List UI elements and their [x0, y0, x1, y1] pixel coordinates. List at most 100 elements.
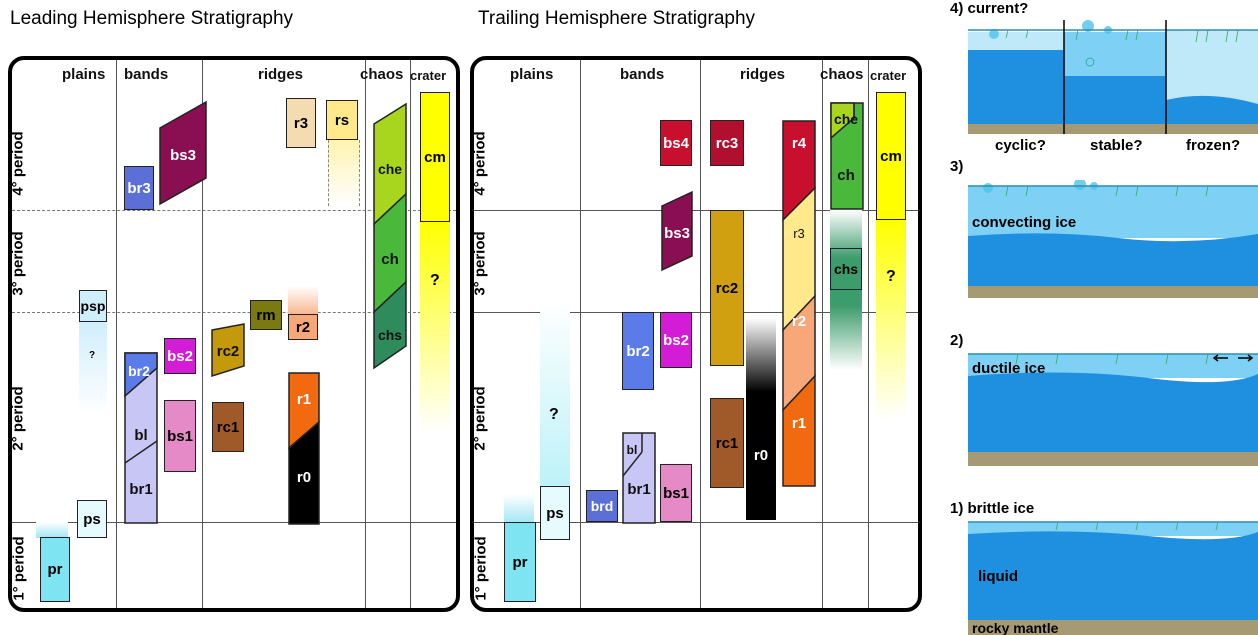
unit-r3: r3 [286, 98, 316, 148]
unit-r0-label: r0 [297, 469, 311, 486]
fade-gradient [79, 322, 107, 414]
unit-psp: psp [79, 290, 107, 322]
period-3: 3° period [9, 231, 27, 296]
col-ridges: ridges [258, 66, 304, 83]
col-bands: bands [124, 66, 169, 83]
unit-bs2: bs2 [660, 312, 692, 368]
scenario-2-label: ductile ice [972, 360, 1046, 377]
unit-r3-label: r3 [793, 226, 805, 241]
col-bands: bands [620, 66, 665, 83]
unit-bl-br: br2 bl br1 [124, 352, 158, 524]
unit-ch-label: ch [381, 251, 399, 268]
period-2: 2° period [471, 386, 489, 451]
unit-bs3-label: bs3 [170, 147, 196, 164]
unit-bs2: bs2 [164, 338, 196, 374]
unit-rc2: rc2 [211, 323, 245, 378]
unit-rc3: rc3 [710, 120, 744, 166]
unit-cm: cm [876, 92, 906, 220]
unit-rc2-label: rc2 [217, 343, 240, 360]
unit-chs-label: chs [378, 327, 402, 343]
col-chaos: chaos [360, 66, 404, 83]
uncertainty-mark: ? [89, 350, 96, 361]
scenario-3-diagram: convecting ice [968, 180, 1258, 298]
leading-title: Leading Hemisphere Stratigraphy [10, 8, 294, 29]
period-2: 2° period [9, 386, 27, 451]
unit-che-ch: che ch [830, 102, 864, 210]
unit-pr: pr [504, 522, 536, 602]
unit-bl-br1: bl br1 [622, 432, 656, 524]
unit-pr: pr [40, 537, 70, 602]
divider [700, 60, 701, 608]
fade-gradient [420, 222, 450, 432]
unit-r1-label: r1 [792, 415, 806, 432]
col-crater: crater [410, 68, 447, 83]
unit-br1-label: br1 [129, 481, 152, 498]
fade-gradient [876, 220, 906, 420]
unit-che-label: che [378, 161, 402, 177]
scenario-4-cyclic: cyclic? [995, 137, 1046, 154]
unit-r-series: r4 r3 r2 r1 [782, 120, 816, 487]
scenario-2-heading: 2) [950, 332, 964, 349]
unit-rc1: rc1 [212, 402, 244, 452]
unit-ch-label: ch [837, 167, 855, 184]
fade-gradient [540, 300, 570, 486]
period-3: 3° period [471, 231, 489, 296]
unit-r1-r0: r1 r0 [288, 372, 320, 525]
fade-gradient [830, 210, 862, 370]
fade-gradient [36, 522, 68, 538]
scenario-3-label: convecting ice [972, 214, 1077, 231]
unit-chaos: che ch chs [373, 102, 407, 370]
period-boundary [474, 210, 918, 211]
trailing-panel: plains bands ridges chaos crater 4° peri… [470, 56, 922, 612]
fade-gradient [328, 140, 360, 206]
unit-ps: ps [540, 486, 570, 540]
fade-gradient [288, 286, 318, 314]
col-chaos: chaos [820, 66, 864, 83]
fade-gradient [746, 318, 776, 392]
divider [580, 60, 581, 608]
period-boundary [474, 522, 918, 523]
scenario-1-liquid: liquid [978, 568, 1018, 585]
unit-bl-label: bl [134, 427, 147, 444]
divider [822, 60, 823, 608]
trailing-title: Trailing Hemisphere Stratigraphy [478, 8, 756, 29]
divider [202, 60, 203, 608]
col-ridges: ridges [740, 66, 786, 83]
unit-chs: chs [830, 248, 862, 290]
scenario-4-frozen: frozen? [1186, 137, 1241, 154]
unit-bs1: bs1 [660, 464, 692, 522]
scenario-4-heading: 4) current? [950, 0, 1029, 17]
unit-r2: r2 [288, 314, 318, 340]
period-4: 4° period [9, 131, 27, 196]
unit-rc1: rc1 [710, 398, 744, 488]
scenario-1-heading: 1) brittle ice [950, 500, 1035, 517]
period-boundary [12, 210, 456, 211]
unit-rm: rm [250, 300, 282, 330]
col-crater: crater [870, 68, 907, 83]
unit-rs: rs [326, 100, 358, 140]
divider [116, 60, 117, 608]
unit-bs3-label: bs3 [664, 225, 690, 242]
unit-rc2: rc2 [710, 210, 744, 366]
scenario-1-mantle: rocky mantle [972, 620, 1059, 635]
unit-r4-label: r4 [792, 135, 807, 152]
uncertainty-mark: ? [886, 268, 896, 285]
fade-gradient [504, 494, 534, 524]
period-1: 1° period [10, 536, 28, 601]
unit-cm: cm [420, 92, 450, 222]
unit-r2-label: r2 [792, 313, 806, 330]
scenario-4-stable: stable? [1090, 137, 1143, 154]
unit-bs1: bs1 [164, 400, 196, 472]
uncertainty-mark: ? [430, 272, 440, 289]
leading-panel: plains bands ridges chaos crater 4° peri… [8, 56, 460, 612]
scenario-1-diagram: liquid rocky mantle [968, 516, 1258, 635]
unit-br2-label: br2 [128, 363, 150, 379]
unit-ps: ps [77, 500, 107, 538]
period-4: 4° period [471, 131, 489, 196]
divider [868, 60, 869, 608]
unit-che-label: che [834, 111, 858, 127]
unit-br3: br3 [124, 166, 154, 210]
period-boundary [12, 312, 456, 313]
scenario-3-heading: 3) [950, 158, 964, 175]
unit-brd: brd [586, 490, 618, 522]
